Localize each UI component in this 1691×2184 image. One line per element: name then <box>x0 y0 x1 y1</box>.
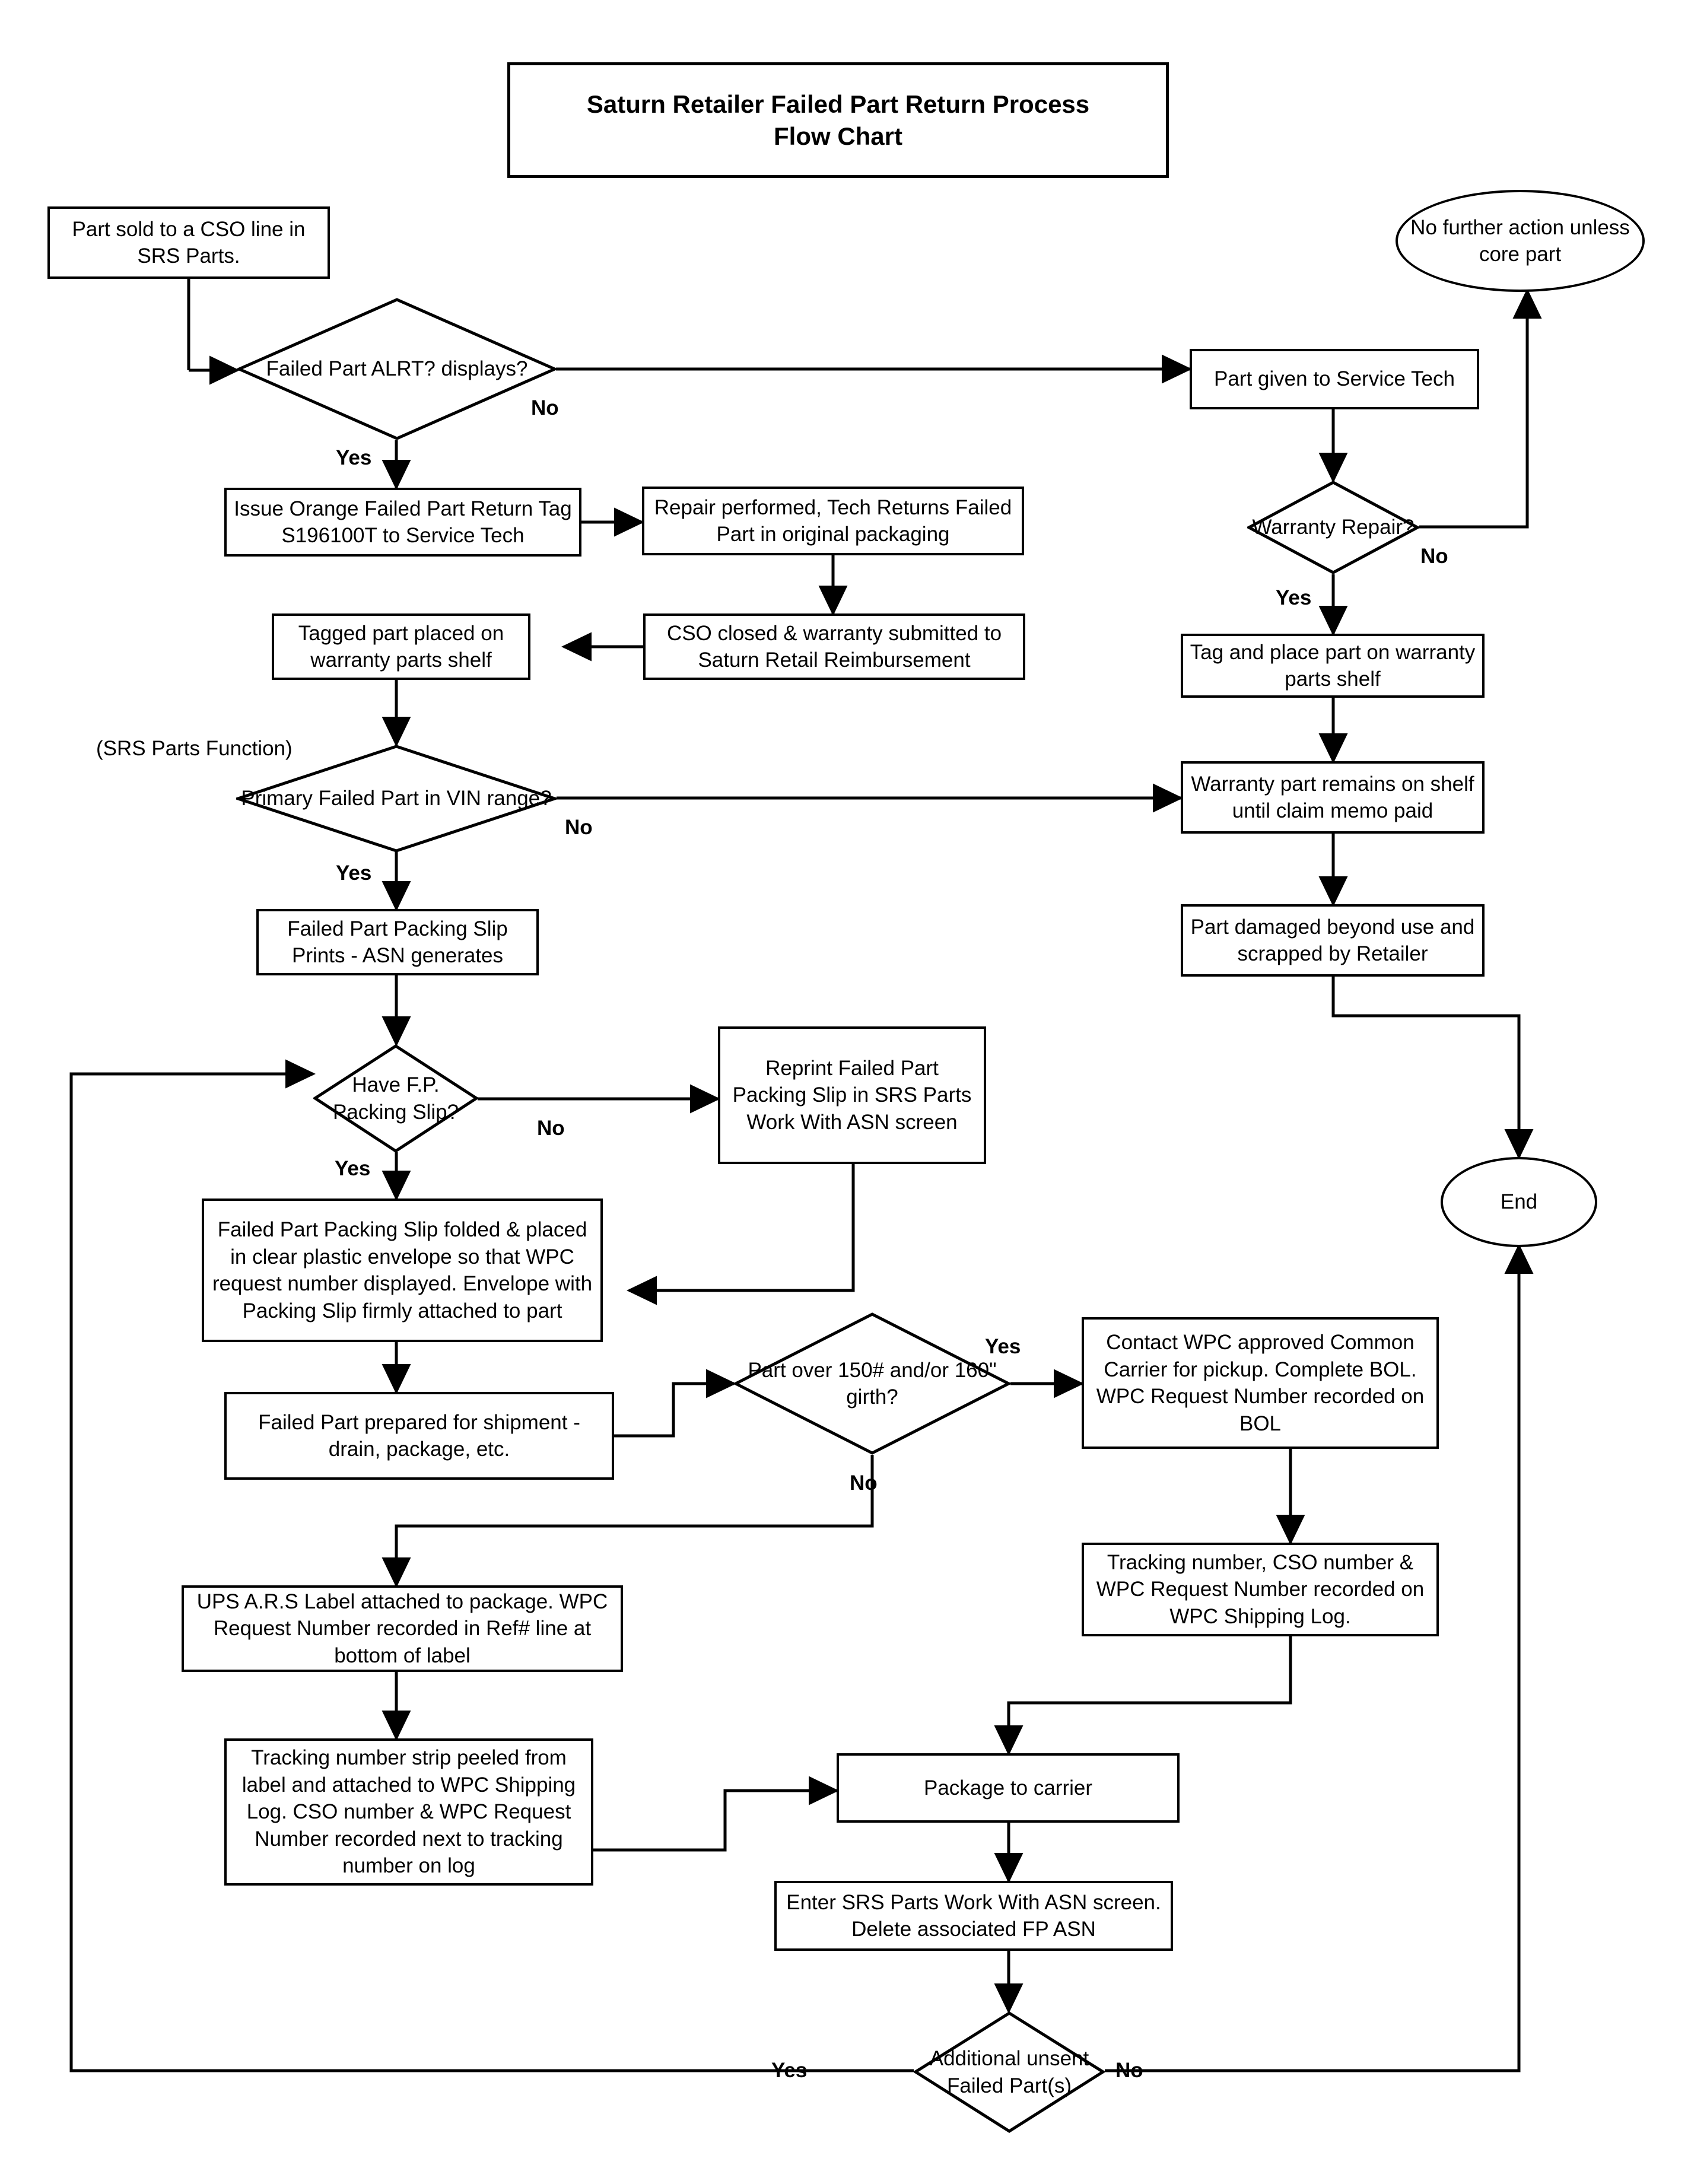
diamond-shape <box>914 2011 1105 2133</box>
decision-label: Have F.P. Packing Slip? <box>332 1073 459 1124</box>
node-part-sold[interactable]: Part sold to a CSO line in SRS Parts. <box>47 206 330 279</box>
decision-label: Warranty Repair? <box>1252 516 1415 539</box>
decision-additional-unsent-failed-parts[interactable]: Additional unsent Failed Part(s) <box>914 2011 1105 2133</box>
edge-label-over150-yes: Yes <box>985 1335 1021 1358</box>
chart-title-line2: Flow Chart <box>774 122 902 150</box>
node-packing-slip-folded[interactable]: Failed Part Packing Slip folded & placed… <box>202 1199 603 1342</box>
decision-label: Failed Part ALRT? displays? <box>266 357 528 381</box>
decision-part-over-150[interactable]: Part over 150# and/or 160" girth? <box>734 1312 1010 1455</box>
decision-failed-part-alrt[interactable]: Failed Part ALRT? displays? <box>237 298 557 440</box>
edge-label-vin-no: No <box>565 816 593 839</box>
edge-label-slip-yes: Yes <box>335 1157 371 1180</box>
diamond-shape <box>237 298 557 440</box>
diamond-shape <box>236 745 557 853</box>
terminal-end[interactable]: End <box>1441 1157 1597 1247</box>
decision-label: Additional unsent Failed Part(s) <box>929 2047 1089 2097</box>
node-tracking-strip-peeled[interactable]: Tracking number strip peeled from label … <box>224 1738 593 1886</box>
chart-title-box: Saturn Retailer Failed Part Return Proce… <box>507 62 1169 178</box>
diamond-shape <box>734 1312 1010 1455</box>
node-reprint-packing-slip[interactable]: Reprint Failed Part Packing Slip in SRS … <box>718 1026 986 1164</box>
node-tag-and-place-part[interactable]: Tag and place part on warranty parts she… <box>1181 634 1485 698</box>
edge-label-over150-no: No <box>850 1471 878 1495</box>
diamond-shape <box>1247 481 1419 574</box>
node-packing-slip-prints[interactable]: Failed Part Packing Slip Prints - ASN ge… <box>256 909 539 975</box>
node-failed-part-prepared[interactable]: Failed Part prepared for shipment - drai… <box>224 1392 614 1480</box>
edge-label-alrt-yes: Yes <box>336 446 372 469</box>
chart-title-line1: Saturn Retailer Failed Part Return Proce… <box>586 90 1090 118</box>
node-ups-ars-label[interactable]: UPS A.R.S Label attached to package. WPC… <box>182 1585 623 1672</box>
node-cso-closed[interactable]: CSO closed & warranty submitted to Satur… <box>643 613 1025 680</box>
edge-label-alrt-no: No <box>531 396 559 419</box>
decision-have-fp-packing-slip[interactable]: Have F.P. Packing Slip? <box>313 1044 478 1153</box>
node-issue-orange-tag[interactable]: Issue Orange Failed Part Return Tag S196… <box>224 488 581 557</box>
node-contact-wpc-carrier[interactable]: Contact WPC approved Common Carrier for … <box>1082 1317 1439 1449</box>
node-package-to-carrier[interactable]: Package to carrier <box>837 1753 1180 1823</box>
diamond-shape <box>313 1044 478 1153</box>
edge-label-slip-no: No <box>537 1117 565 1140</box>
edge-label-vin-yes: Yes <box>336 861 372 885</box>
node-part-damaged-scrapped[interactable]: Part damaged beyond use and scrapped by … <box>1181 904 1485 977</box>
node-repair-performed[interactable]: Repair performed, Tech Returns Failed Pa… <box>642 487 1024 555</box>
edge-label-warranty-yes: Yes <box>1276 586 1312 609</box>
edge-label-warranty-no: No <box>1420 545 1448 568</box>
node-warranty-part-remains[interactable]: Warranty part remains on shelf until cla… <box>1181 761 1485 834</box>
decision-label: Part over 150# and/or 160" girth? <box>748 1358 997 1409</box>
node-part-given-service-tech[interactable]: Part given to Service Tech <box>1190 349 1479 409</box>
decision-primary-failed-part-vin[interactable]: Primary Failed Part in VIN range? <box>236 745 557 853</box>
annotation-srs-parts-function: (SRS Parts Function) <box>96 737 293 760</box>
decision-label: Primary Failed Part in VIN range? <box>241 787 552 810</box>
node-tracking-cso-wpc-log[interactable]: Tracking number, CSO number & WPC Reques… <box>1082 1543 1439 1636</box>
edge-label-additional-yes: Yes <box>771 2059 808 2082</box>
decision-warranty-repair[interactable]: Warranty Repair? <box>1247 481 1419 574</box>
node-tagged-part-shelf[interactable]: Tagged part placed on warranty parts she… <box>272 613 530 680</box>
edge-label-additional-no: No <box>1115 2059 1143 2082</box>
node-enter-srs-parts-asn[interactable]: Enter SRS Parts Work With ASN screen. De… <box>774 1881 1173 1951</box>
terminal-no-further-action[interactable]: No further action unless core part <box>1396 190 1645 292</box>
